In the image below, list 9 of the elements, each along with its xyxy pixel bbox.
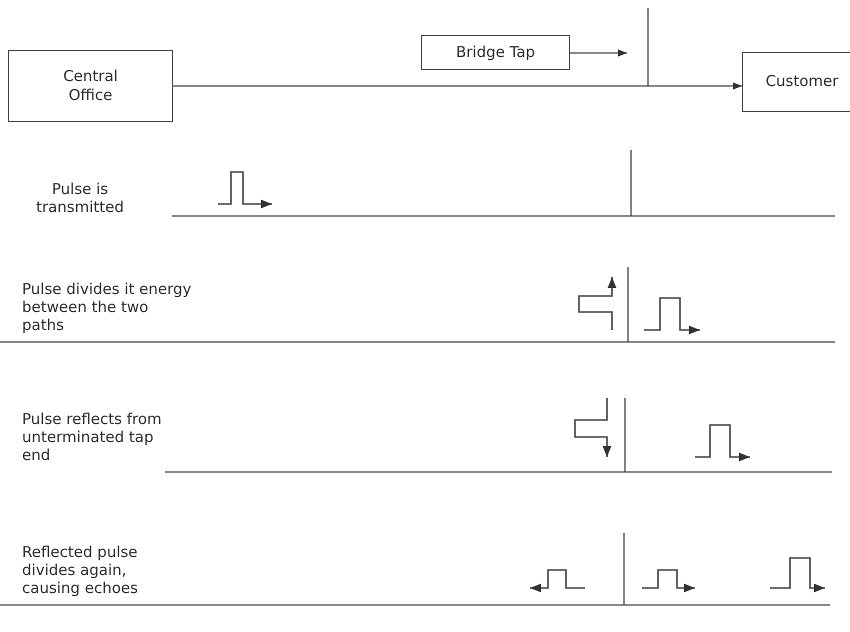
arrow — [570, 49, 627, 57]
customer-box: Customer — [742, 52, 850, 112]
step-caption: Pulse is transmitted — [35, 180, 125, 216]
arrow — [173, 82, 742, 90]
step-caption: Pulse divides it energy between the two paths — [22, 280, 192, 334]
step-caption: Pulse reflects from unterminated tap end — [22, 410, 163, 464]
tap-box: Bridge Tap — [421, 35, 570, 70]
step-caption: Reflected pulse divides again, causing echoes — [22, 543, 139, 597]
office-box: Central Office — [8, 50, 173, 122]
